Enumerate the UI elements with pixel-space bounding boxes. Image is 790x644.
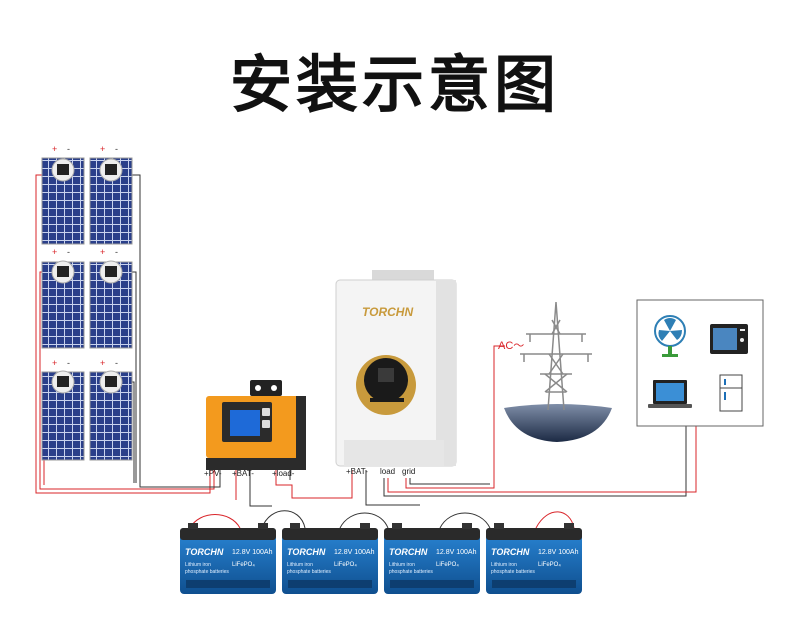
battery-brand: TORCHN [491,547,530,557]
appliances-box [636,299,764,427]
battery-line1: Lithium iron [287,562,313,568]
minus-label: - [115,247,118,257]
fridge-icon [719,374,743,412]
battery-chem: LiFePO₄ [538,562,561,568]
battery-line2: phosphate batteries [389,569,433,575]
battery-chem: LiFePO₄ [334,562,357,568]
laptop-icon [648,380,692,408]
battery-chem: LiFePO₄ [436,562,459,568]
battery-chem: LiFePO₄ [232,562,255,568]
battery-line1: Lithium iron [389,562,415,568]
inverter: TORCHN [335,270,457,467]
terminal-load-label: +load- [272,469,295,478]
battery-brand: TORCHN [389,547,428,557]
battery-spec: 12.8V 100Ah [436,549,477,556]
minus-label: - [115,144,118,154]
controller-terminals: +PV- +BAT- +load- [204,469,295,478]
battery-line1: Lithium iron [491,562,517,568]
solar-panel [41,370,85,461]
panel-polarity-labels: + - + - + - + - + - + - [52,144,118,368]
battery-brand: TORCHN [287,547,326,557]
minus-label: - [115,358,118,368]
ac-label: AC～ [498,340,524,352]
ground-island [504,404,612,442]
charge-controller [206,380,306,470]
battery-line1: Lithium iron [185,562,211,568]
terminal-pv-label: +PV- [204,469,222,478]
solar-panel [89,260,133,349]
solar-panel-array: + - + - + - + - + - + - [41,144,133,461]
battery-spec: 12.8V 100Ah [538,549,579,556]
power-tower-icon [520,301,592,411]
fan-icon [654,315,686,357]
plus-label: + [52,358,57,368]
minus-label: - [67,358,70,368]
inverter-brand: TORCHN [362,305,413,319]
battery-line2: phosphate batteries [185,569,229,575]
battery-spec: 12.8V 100Ah [334,549,375,556]
battery-line2: phosphate batteries [491,569,535,575]
plus-label: + [52,144,57,154]
solar-panel [41,260,85,349]
battery-spec: 12.8V 100Ah [232,549,273,556]
plus-label: + [100,247,105,257]
inverter-terminals: +BAT- load grid [346,467,415,476]
inverter-grid-label: grid [402,467,415,476]
plus-label: + [52,247,57,257]
solar-panel [89,157,133,245]
plus-label: + [100,144,105,154]
inverter-bat-label: +BAT- [346,467,368,476]
plus-label: + [100,358,105,368]
solar-panel [41,157,85,245]
minus-label: - [67,144,70,154]
solar-panel [89,370,133,461]
battery-line2: phosphate batteries [287,569,331,575]
microwave-icon [710,324,748,354]
inverter-load-label: load [380,467,395,476]
minus-label: - [67,247,70,257]
terminal-bat-label: +BAT- [232,469,254,478]
diagram-title: 安装示意图 [229,48,560,121]
battery-brand: TORCHN [185,547,224,557]
